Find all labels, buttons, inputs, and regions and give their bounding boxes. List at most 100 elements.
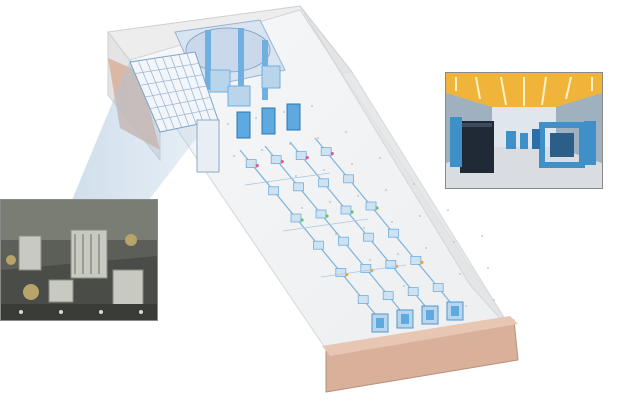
target-area [129,19,301,173]
floor-grid-dot [329,201,331,203]
floor-grid-dot [413,183,415,185]
beamline-component [295,151,307,161]
target-frame-post [238,28,244,88]
beamline-rail [314,137,456,309]
beamlines [239,137,464,333]
beamline-component [318,178,330,188]
floor-grid-dot [419,215,421,217]
floor-grid-dot [311,105,313,107]
beamline-connector [244,172,331,186]
target-frame-block [261,65,281,89]
beamline-component [270,155,282,165]
vacuum-chamber-photo-icon [1,200,157,320]
beamline-component [432,283,444,293]
beamline-marker [280,160,284,164]
cleanroom-photo-icon [446,73,602,188]
cleanroom-photo [445,72,603,189]
floor-grid-dot [233,155,235,157]
beamline-marker [255,164,259,168]
beamline-marker [420,260,424,264]
floor-grid-dot [447,209,449,211]
blue-cabinet [261,107,276,135]
beamline-component [407,287,419,297]
target-frame-post [205,30,211,90]
beamline-component [335,267,347,277]
beamline-component [365,201,377,211]
beamline-component [337,236,349,246]
floor-grid-dot [459,273,461,275]
end-station-core [426,310,434,320]
floor-grid-dot [323,169,325,171]
blue-cabinet [236,111,251,139]
floor-grid-dot [261,149,263,151]
beamline-rail [239,149,381,321]
beamline-marker [375,206,379,210]
beamline-component [382,291,394,301]
amplifier-bay-line [134,62,199,75]
end-station-core [451,306,459,316]
floor-grid-dot [301,207,303,209]
beamline-component [387,228,399,238]
beamline-marker [330,152,334,156]
floor-grid-dot [403,285,405,287]
floor-grid-dot [283,111,285,113]
blue-cabinet [286,103,301,131]
amplifier-bay-line [139,74,203,86]
floor-grid-dot [289,143,291,145]
floor-grid-dot [369,259,371,261]
floor-grid-dot [255,117,257,119]
beamline-component [385,259,397,269]
beamline-component [343,174,355,184]
beamline-component [312,240,324,250]
beamline-component [268,186,280,196]
floor-grid-dot [379,157,381,159]
floor-grid-dot [481,235,483,237]
amplifier-bay-line [144,85,207,98]
floor-grid-dot [453,241,455,243]
end-station-core [401,314,409,324]
floor-grid-dot [295,175,297,177]
floor-grid-dot [357,195,359,197]
floor-grid-dot [465,305,467,307]
floor-grid-dot [345,131,347,133]
beamline-marker [300,218,304,222]
floor-grid-dot [391,221,393,223]
end-station-core [376,318,384,328]
beamline-component [315,209,327,219]
floor-grid-dot [227,123,229,125]
vacuum-chamber-photo [0,199,158,321]
beamline-component [320,147,332,157]
beamline-marker [325,214,329,218]
beamline-rail [264,145,406,317]
beamline-component [410,255,422,265]
floor-grid-dot [471,337,473,339]
floor-grid-dot [363,227,365,229]
amplifier-bay-line [149,96,211,110]
beamline-component [357,295,369,305]
beamline-component [362,232,374,242]
beamline-connector [320,264,407,278]
floor-grid-dot [425,247,427,249]
beamline-component [293,182,305,192]
amplifier-bay-grid [134,53,215,131]
beamline-marker [305,156,309,160]
beamline-component [245,159,257,169]
floor-grid-dot [487,267,489,269]
amplifier-bay-line [154,108,215,121]
target-frame-block [227,85,251,107]
amplifier-stack [196,119,220,173]
floor-grid-dot [493,299,495,301]
floor-grid-dot [385,189,387,191]
beamline-connector [282,218,369,232]
floor-grid-dot [317,137,319,139]
floor-grid-dot [397,253,399,255]
beamline-component [290,213,302,223]
beamline-marker [350,210,354,214]
building-front-top [322,316,518,356]
floor-grid-dot [351,163,353,165]
target-frame-block [209,69,231,93]
beamline-rail [289,141,431,313]
beamline-component [360,263,372,273]
